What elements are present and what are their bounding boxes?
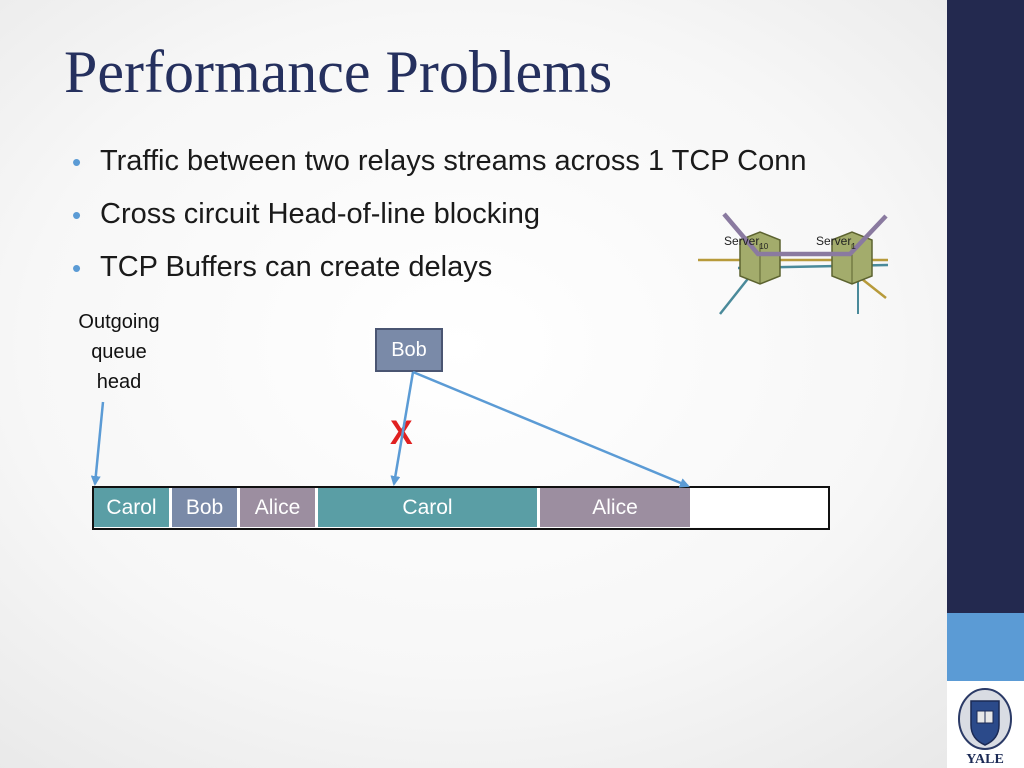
bullet-dot-icon: • xyxy=(72,253,82,283)
yale-logo: YALE xyxy=(958,688,1012,767)
slide-title: Performance Problems xyxy=(64,39,613,105)
bullet-item: • Traffic between two relays streams acro… xyxy=(72,145,807,198)
server-label: Server1 xyxy=(816,234,856,251)
label-line: Outgoing xyxy=(78,311,160,333)
bullet-item: • TCP Buffers can create delays xyxy=(72,251,807,304)
queue-head-arrow xyxy=(90,401,105,486)
logo-text: YALE xyxy=(966,752,1004,767)
bullet-text: Cross circuit Head-of-line blocking xyxy=(100,198,540,230)
server-label: Server10 xyxy=(724,234,769,251)
label-line: queue xyxy=(91,341,147,363)
shield-icon xyxy=(958,688,1012,750)
bullet-item: • Cross circuit Head-of-line blocking xyxy=(72,198,807,251)
queue-cell-bob: Bob xyxy=(172,488,240,527)
bullet-text: Traffic between two relays streams acros… xyxy=(100,145,807,177)
blocked-insert-arrow xyxy=(390,371,415,486)
bullet-dot-icon: • xyxy=(72,147,82,177)
sidebar-dark-band xyxy=(947,0,1024,613)
label-line: head xyxy=(96,371,142,393)
bullet-dot-icon: • xyxy=(72,200,82,230)
bullet-list: • Traffic between two relays streams acro… xyxy=(72,145,807,304)
queue-cell-carol: Carol xyxy=(94,488,172,527)
server-diagram: Server10 Server1 xyxy=(698,212,888,315)
tail-insert-arrow xyxy=(412,370,690,488)
sidebar: YALE xyxy=(947,0,1024,768)
blocked-mark: X xyxy=(390,414,413,452)
queue-cell-alice: Alice xyxy=(540,488,693,527)
outgoing-queue: Carol Bob Alice Carol Alice xyxy=(92,486,830,530)
sidebar-accent-band xyxy=(947,613,1024,681)
queue-cell-alice: Alice xyxy=(240,488,318,527)
queue-cell-carol: Carol xyxy=(318,488,540,527)
incoming-bob-cell: Bob xyxy=(375,328,443,372)
outgoing-queue-label: Outgoing queue head xyxy=(60,307,178,397)
bullet-text: TCP Buffers can create delays xyxy=(100,251,493,283)
